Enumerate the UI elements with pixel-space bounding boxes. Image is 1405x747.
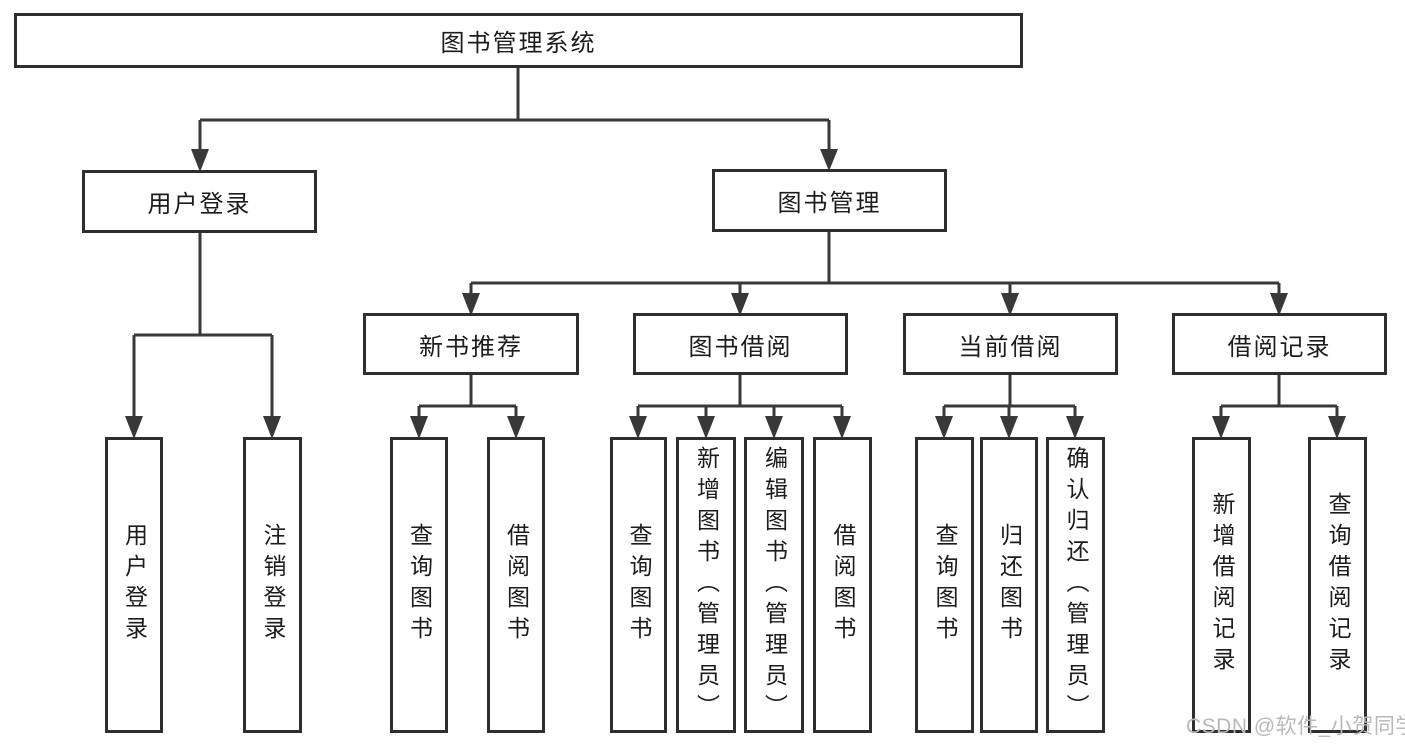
leaf-borrow-books-recommend: 借阅图书 (487, 437, 545, 733)
leaf-confirm-return-admin: 确认归还（管理员） (1046, 437, 1105, 733)
leaf-query-borrow-record: 查询借阅记录 (1308, 437, 1367, 733)
leaf-logout: 注销登录 (243, 437, 302, 733)
leaf-query-books-current: 查询图书 (915, 437, 974, 733)
node-user-login: 用户登录 (82, 170, 317, 233)
leaf-borrow-books: 借阅图书 (813, 437, 872, 733)
node-new-book-recommend: 新书推荐 (363, 313, 579, 375)
leaf-query-books-recommend: 查询图书 (390, 437, 448, 733)
watermark-text: CSDN @软件_小贺同学 (1186, 715, 1405, 738)
node-root: 图书管理系统 (14, 13, 1023, 68)
node-borrow-records: 借阅记录 (1172, 313, 1387, 375)
leaf-edit-book-admin: 编辑图书（管理员） (744, 437, 804, 733)
leaf-return-book: 归还图书 (980, 437, 1038, 733)
node-current-borrow: 当前借阅 (903, 313, 1118, 375)
leaf-add-book-admin: 新增图书（管理员） (676, 437, 736, 733)
leaf-query-books-borrow: 查询图书 (610, 437, 667, 733)
leaf-add-borrow-record: 新增借阅记录 (1192, 437, 1251, 733)
node-book-management: 图书管理 (712, 169, 947, 232)
leaf-user-login: 用户登录 (105, 437, 163, 733)
node-book-borrow: 图书借阅 (633, 313, 848, 375)
